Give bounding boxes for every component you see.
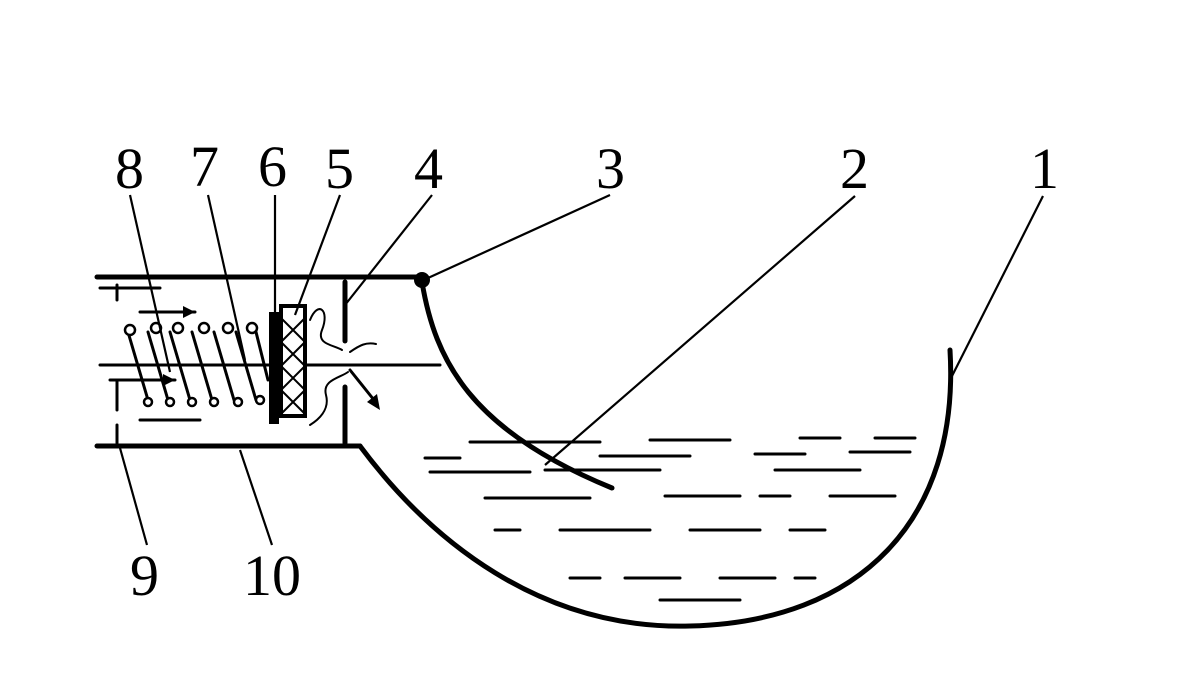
leader-5 [293, 194, 342, 316]
leader-2 [544, 195, 856, 466]
bowl [357, 347, 954, 629]
label-8: 8 [115, 136, 144, 201]
label-3: 3 [596, 136, 625, 201]
label-10: 10 [243, 543, 301, 608]
spring [126, 330, 270, 402]
leader-9 [118, 447, 149, 546]
label-4: 4 [414, 136, 443, 201]
leader-7 [206, 194, 247, 361]
valve-disc [269, 312, 279, 424]
label-7: 7 [190, 134, 219, 199]
leader-8 [128, 194, 172, 373]
label-9: 9 [130, 543, 159, 608]
part-labels: 1 2 3 4 5 6 7 8 9 10 [115, 134, 1059, 608]
leader-10 [238, 449, 274, 546]
hinge-pin [414, 272, 430, 288]
flow-arrows [98, 286, 202, 422]
label-5: 5 [325, 136, 354, 201]
float-flap [419, 279, 615, 491]
spring-coil-tops [123, 321, 266, 408]
leader-1 [949, 195, 1044, 381]
label-2: 2 [840, 136, 869, 201]
label-6: 6 [258, 134, 287, 199]
label-1: 1 [1030, 136, 1059, 201]
leader-3 [427, 193, 611, 280]
water-lines [423, 436, 917, 602]
leader-lines [118, 193, 1044, 546]
seal-pad [279, 304, 307, 418]
flow-wisps [309, 308, 380, 426]
leader-4 [344, 194, 433, 306]
